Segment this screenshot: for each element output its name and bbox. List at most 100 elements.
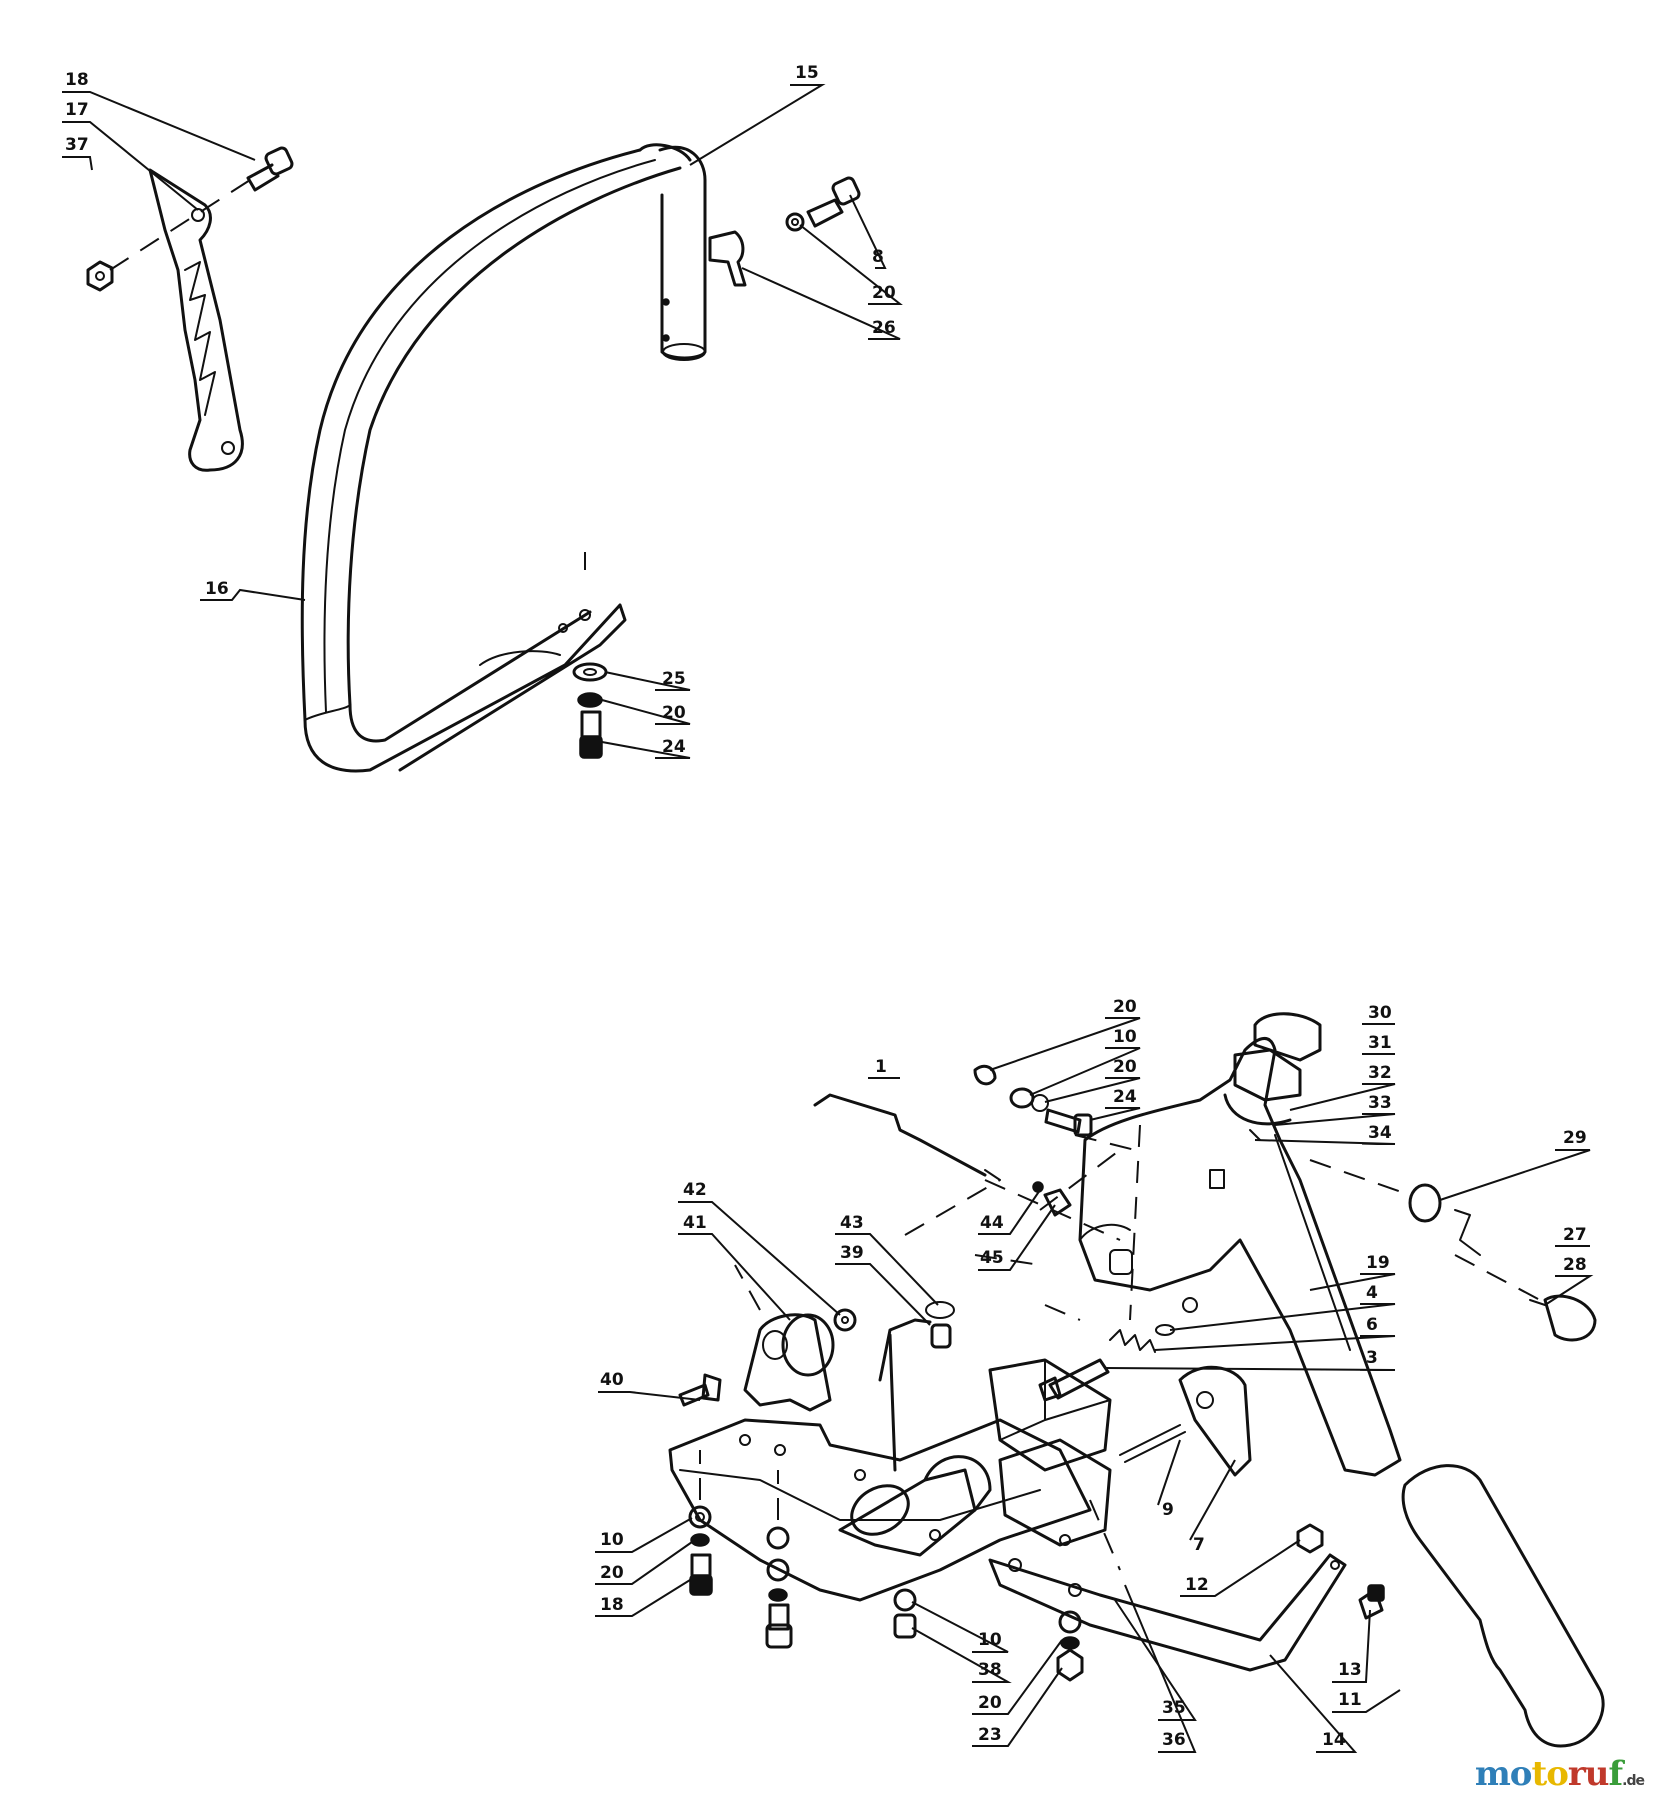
callout-part-43: 43 [835, 1213, 939, 1306]
callout-leader-line [678, 1201, 841, 1316]
callout-label: 42 [683, 1180, 707, 1200]
front-handle-bar-part-16 [300, 143, 707, 773]
lower-bar-part-14 [988, 1553, 1347, 1672]
callout-leader-line [62, 121, 199, 211]
callout-part-31: 31 [1362, 1033, 1395, 1055]
callout-label: 18 [65, 70, 89, 90]
callout-part-13: 13 [1332, 1609, 1371, 1683]
callout-label: 10 [1113, 1027, 1137, 1047]
callout-part-20: 20 [595, 1541, 693, 1585]
callout-part-33: 33 [1274, 1093, 1396, 1126]
callout-leader-line [1332, 1689, 1401, 1713]
callout-part-24: 24 [1089, 1087, 1141, 1121]
callout-label: 8 [872, 247, 884, 267]
callout-leader-line [1124, 1584, 1197, 1753]
callout-leader-line [689, 84, 826, 166]
callout-leader-line [989, 1017, 1141, 1071]
watermark-tld: .de [1622, 1773, 1645, 1789]
callout-leader-line [1269, 1654, 1358, 1753]
watermark-logo: motoruf.de [1474, 1754, 1645, 1794]
callout-leader-line [601, 699, 691, 725]
callout-part-8: 8 [849, 194, 887, 269]
callout-label: 20 [872, 283, 896, 303]
callout-part-12: 12 [1180, 1539, 1301, 1597]
callout-part-9: 9 [1157, 1439, 1181, 1520]
callout-part-15: 15 [689, 63, 826, 166]
callout-leader-line [678, 1233, 791, 1321]
callout-leader-line [1114, 1599, 1197, 1721]
rear-handle-frame-part-19 [1078, 1037, 1402, 1477]
callout-label: 24 [662, 737, 686, 757]
callout-leader-line [1189, 1459, 1236, 1541]
callout-label: 26 [872, 318, 896, 338]
callout-part-14: 14 [1269, 1654, 1358, 1753]
callout-part-17: 17 [62, 100, 199, 211]
callout-label: 38 [978, 1660, 1002, 1680]
callout-part-20: 20 [601, 699, 691, 725]
callout-part-32: 32 [1289, 1063, 1396, 1111]
callout-label: 44 [980, 1213, 1004, 1233]
callout-part-19: 19 [1309, 1253, 1396, 1291]
callout-label: 23 [978, 1725, 1002, 1745]
callout-part-23: 23 [972, 1667, 1063, 1747]
callout-part-34: 34 [1254, 1123, 1396, 1145]
callout-label: 18 [600, 1595, 624, 1615]
callout-leader-line [972, 1639, 1063, 1715]
callout-part-16: 16 [200, 579, 306, 601]
callout-part-41: 41 [678, 1213, 791, 1321]
callout-leader-line [741, 267, 901, 340]
callout-leader-line [1157, 1439, 1181, 1506]
callout-label: 16 [205, 579, 229, 599]
callout-label: 7 [1193, 1535, 1205, 1555]
callout-leader-line [62, 91, 256, 161]
callout-label: 28 [1563, 1255, 1587, 1275]
callout-part-20: 20 [799, 224, 903, 305]
callout-leader-line [1332, 1609, 1371, 1683]
rear-grip-part-11 [1401, 1464, 1605, 1748]
callout-label: 10 [978, 1630, 1002, 1650]
callout-label: 25 [662, 669, 686, 689]
callout-part-29: 29 [1439, 1128, 1591, 1201]
callout-label: 6 [1366, 1315, 1378, 1335]
callout-leader-line [200, 588, 306, 601]
callout-label: 12 [1185, 1575, 1209, 1595]
callout-leader-line [1309, 1273, 1396, 1291]
callout-label: 15 [795, 63, 819, 83]
upper-hardware [86, 146, 861, 759]
callout-leader-line [1544, 1275, 1594, 1306]
callout-part-24: 24 [601, 737, 691, 759]
callout-label: 3 [1366, 1348, 1378, 1368]
callout-part-36: 36 [1124, 1584, 1197, 1753]
callout-label: 1 [875, 1057, 887, 1077]
callout-leader-line [1289, 1083, 1396, 1111]
callout-leader-line [1180, 1539, 1301, 1597]
callout-label: 33 [1368, 1093, 1392, 1113]
callout-label: 30 [1368, 1003, 1392, 1023]
callout-leader-line [1274, 1113, 1396, 1126]
callout-part-30: 30 [1362, 1003, 1395, 1025]
watermark-part-4: f [1608, 1754, 1624, 1794]
callout-leader-line [1104, 1367, 1396, 1371]
callout-leader-line [1089, 1107, 1141, 1121]
callout-part-39: 39 [835, 1243, 931, 1326]
callout-leader-line [595, 1541, 693, 1585]
callout-part-25: 25 [604, 669, 691, 691]
callout-leader-line [595, 1517, 693, 1553]
callout-label: 41 [683, 1213, 707, 1233]
callout-label: 9 [1162, 1500, 1174, 1520]
watermark-part-1: mo [1474, 1754, 1533, 1794]
callout-part-6: 6 [1154, 1315, 1396, 1351]
callout-leader-line [604, 671, 691, 691]
callout-leader-line [835, 1263, 931, 1326]
callout-label: 45 [980, 1248, 1004, 1268]
watermark-part-2: to [1531, 1754, 1568, 1794]
callout-part-3: 3 [1104, 1348, 1396, 1371]
callout-label: 31 [1368, 1033, 1392, 1053]
callout-leader-line [972, 1667, 1063, 1747]
callout-part-10: 10 [911, 1601, 1009, 1653]
callout-leader-line [911, 1601, 1009, 1653]
callout-leader-line [978, 1204, 1056, 1271]
callout-part-44: 44 [978, 1189, 1041, 1235]
